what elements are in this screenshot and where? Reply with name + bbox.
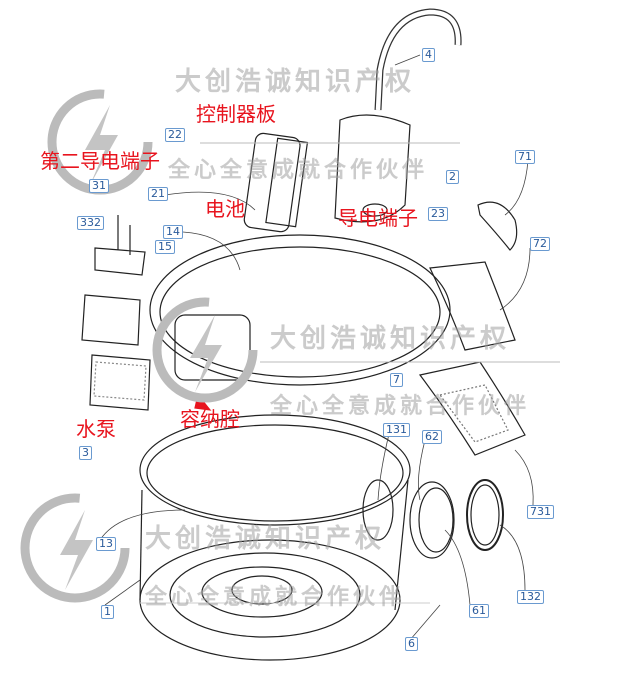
part-label: 21 xyxy=(148,187,168,201)
annotation-second-terminal: 第二导电端子 xyxy=(40,149,160,173)
watermark-company: 大创浩诚知识产权 xyxy=(175,67,416,97)
part-label: 72 xyxy=(530,237,550,251)
part-label: 23 xyxy=(428,207,448,221)
part-label: 13 xyxy=(96,537,116,551)
main-body-13 xyxy=(139,414,411,661)
part-label: 2 xyxy=(446,170,459,184)
watermark-slogan: 全心全意成就合作伙伴 xyxy=(168,157,429,183)
part-label: 1 xyxy=(101,605,114,619)
watermark-company: 大创浩诚知识产权 xyxy=(270,324,511,354)
upper-ring-14 xyxy=(149,234,451,386)
part-label: 31 xyxy=(89,179,109,193)
part-label: 71 xyxy=(515,150,535,164)
annotation-battery: 电池 xyxy=(205,197,245,221)
part-label: 6 xyxy=(405,637,418,651)
part-label: 62 xyxy=(422,430,442,444)
part-label: 61 xyxy=(469,604,489,618)
part-label: 131 xyxy=(383,423,410,437)
terminal-housing xyxy=(334,114,411,223)
seal-ring-132 xyxy=(466,479,504,551)
watermark-slogan: 全心全意成就合作伙伴 xyxy=(270,393,531,419)
cap-61 xyxy=(409,481,455,559)
part-label: 332 xyxy=(77,216,104,230)
part-label: 7 xyxy=(390,373,403,387)
watermark-slogan: 全心全意成就合作伙伴 xyxy=(145,584,406,610)
second-terminal xyxy=(81,215,146,346)
part-label: 132 xyxy=(517,590,544,604)
part-label: 731 xyxy=(527,505,554,519)
watermark-company: 大创浩诚知识产权 xyxy=(145,524,386,554)
filter-731 xyxy=(418,361,526,456)
part-label: 15 xyxy=(155,240,175,254)
water-pump xyxy=(89,354,151,411)
annotation-cavity: 容纳腔 xyxy=(180,407,240,431)
annotation-control-board: 控制器板 xyxy=(196,102,276,126)
part-label: 3 xyxy=(79,446,92,460)
handle-71 xyxy=(477,201,518,251)
tray-72 xyxy=(429,261,516,351)
annotation-terminal: 导电端子 xyxy=(338,206,418,230)
part-label: 22 xyxy=(165,128,185,142)
part-label: 14 xyxy=(163,225,183,239)
battery xyxy=(243,132,309,233)
part-label: 4 xyxy=(422,48,435,62)
annotation-pump: 水泵 xyxy=(76,417,116,441)
